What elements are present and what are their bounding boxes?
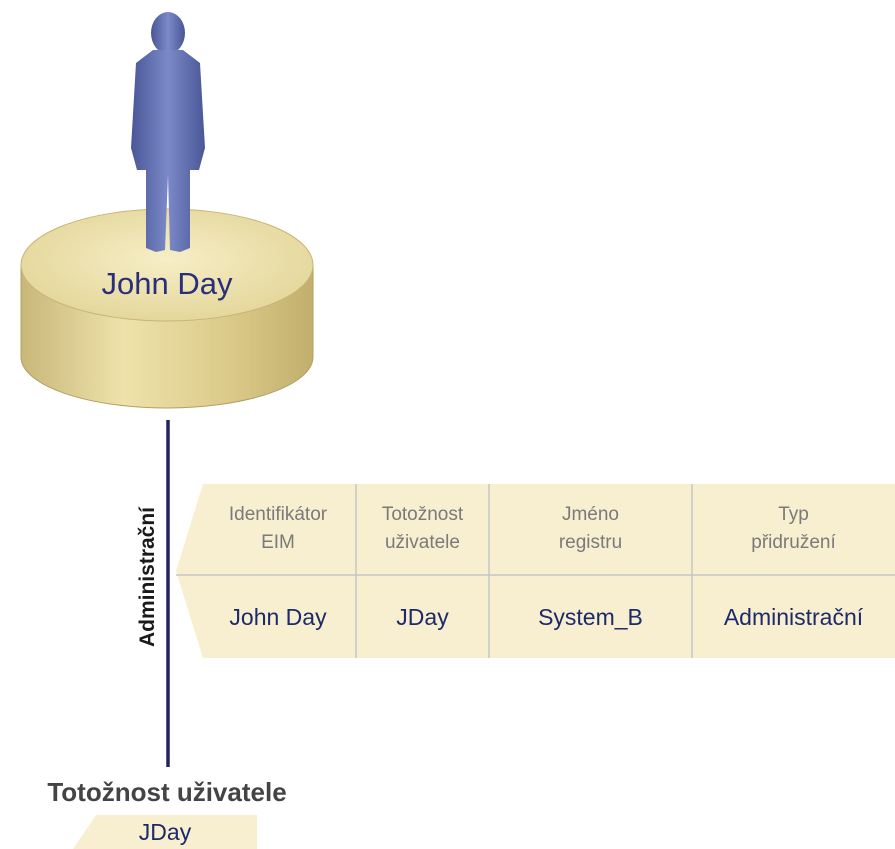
association-table-panel [176, 484, 895, 658]
user-identity-box [73, 815, 257, 849]
user-identity-value: JDay [138, 819, 192, 845]
user-identity-title: Totožnost uživatele [47, 777, 287, 807]
header-association-type: Typ přidružení [751, 504, 836, 553]
value-association-type: Administrační [723, 604, 864, 631]
identifier-name: John Day [101, 266, 233, 301]
person-icon [131, 12, 205, 252]
header-user-identity: Totožnost uživatele [381, 504, 464, 553]
association-type-label: Administrační [136, 506, 159, 648]
value-registry-name: System_B [538, 604, 643, 631]
header-eim-identifier: Identifikátor EIM [228, 504, 328, 553]
value-user-identity: JDay [396, 604, 449, 631]
value-eim-identifier: John Day [229, 604, 327, 631]
header-registry-name: Jméno registru [558, 504, 623, 553]
identifier-cylinder [20, 208, 314, 409]
